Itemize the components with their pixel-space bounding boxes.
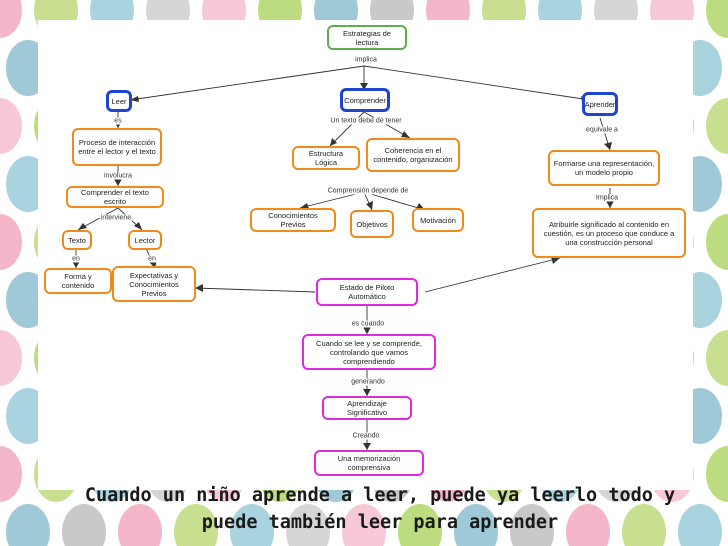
- node-conocimientos: Conocimientos Previos: [250, 208, 336, 232]
- caption-line-1: Cuando un niño aprende a leer, puede ya …: [84, 485, 676, 506]
- node-expectativas: Expectativas y Conocimientos Previos: [112, 266, 196, 302]
- arrowhead-forma: [72, 261, 80, 268]
- arrowhead-texto: [78, 223, 87, 230]
- node-comprender-texto: Comprender el texto escrito: [66, 186, 164, 208]
- background-dot: [706, 214, 728, 270]
- arrowhead-comprender: [360, 83, 368, 90]
- edge-piloto-atribuirle: [424, 257, 561, 293]
- node-lector: Lector: [128, 230, 162, 250]
- node-coherencia: Coherencia en el contenido, organización: [366, 138, 460, 172]
- arrowhead-conocimientos: [300, 203, 309, 209]
- edge-estrategias-aprender: [363, 65, 591, 101]
- node-leer: Leer: [106, 90, 132, 112]
- node-aprendizaje: Aprendizaje Significativo: [322, 396, 412, 420]
- node-motivacion: Motivación: [412, 208, 464, 232]
- link-involucra: involucra: [102, 172, 134, 180]
- background-dot: [0, 330, 22, 386]
- background-dot: [118, 504, 162, 546]
- arrowhead-cuando: [363, 327, 371, 334]
- arrowhead-objetivos: [366, 201, 373, 210]
- node-aprender: Aprender: [582, 92, 618, 116]
- link-es-cuando: es cuando: [350, 320, 386, 328]
- node-formarse: Formarse una representación, un modelo p…: [548, 150, 660, 186]
- link-un-texto: Un texto debe de tener: [329, 117, 403, 125]
- link-comprension: Comprensión depende de: [326, 187, 410, 195]
- background-dot: [454, 504, 498, 546]
- background-dot: [286, 504, 330, 546]
- arrowhead-coherencia: [401, 131, 410, 138]
- background-dot: [706, 98, 728, 154]
- node-forma: Forma y contenido: [44, 268, 112, 294]
- node-comprender: Comprender: [340, 88, 390, 112]
- background-dot: [398, 504, 442, 546]
- node-texto: Texto: [62, 230, 92, 250]
- background-dot: [174, 504, 218, 546]
- node-estructura: Estructura Lógica: [292, 146, 360, 170]
- background-dot: [0, 98, 22, 154]
- link-interviene: interviene: [99, 214, 133, 222]
- background-dot: [706, 0, 728, 38]
- edge-piloto-expectativas: [194, 287, 316, 293]
- link-es: es: [113, 117, 123, 125]
- node-atribuirle: Atribuirle significado al contenido en c…: [532, 208, 686, 258]
- node-estrategias: Estrategias de lectura: [327, 25, 407, 50]
- link-equivale: equivale a: [585, 126, 619, 134]
- link-implica: implica: [354, 56, 378, 64]
- arrowhead-piloto-atribuirle: [551, 257, 560, 264]
- background-dot: [566, 504, 610, 546]
- node-cuando: Cuando se lee y se comprende, controland…: [302, 334, 436, 370]
- arrowhead-atribuirle: [606, 201, 614, 208]
- arrowhead-estructura: [330, 138, 337, 146]
- edge-estrategias-leer: [129, 65, 365, 101]
- arrowhead-aprendizaje: [363, 389, 371, 396]
- background-dot: [510, 504, 554, 546]
- background-dot: [706, 446, 728, 502]
- link-implica-2: Implica: [594, 194, 620, 202]
- edge-comprension-conocimientos: [299, 191, 365, 209]
- node-memorizacion: Una memorización comprensiva: [314, 450, 424, 476]
- arrowhead-piloto-expectativas: [195, 284, 203, 292]
- link-en-lector: en: [147, 255, 157, 263]
- caption: Cuando un niño aprende a leer, puede ya …: [50, 482, 710, 536]
- caption-line-2: puede también leer para aprender: [201, 512, 559, 533]
- link-creando: Creando: [351, 432, 381, 440]
- node-proceso: Proceso de interacción entre el lector y…: [72, 128, 162, 166]
- background-dot: [0, 446, 22, 502]
- background-dot: [62, 504, 106, 546]
- background-dot: [0, 0, 22, 38]
- edge-comprension-motivacion: [363, 191, 426, 211]
- arrowhead-memorizacion: [363, 443, 371, 450]
- background-dot: [622, 504, 666, 546]
- background-dot: [230, 504, 274, 546]
- background-dot: [706, 330, 728, 386]
- link-en-texto: en: [71, 255, 81, 263]
- link-generando: generando: [350, 378, 386, 386]
- node-objetivos: Objetivos: [350, 210, 394, 238]
- arrowhead-leer: [130, 96, 139, 102]
- edge-comprender-coherencia: [363, 111, 411, 139]
- background-dot: [6, 504, 50, 546]
- node-piloto: Estado de Piloto Automático: [316, 278, 418, 306]
- background-dot: [0, 214, 22, 270]
- arrowhead-comprender-texto: [114, 179, 122, 186]
- background-dot: [678, 504, 722, 546]
- background-dot: [342, 504, 386, 546]
- arrowhead-lector: [134, 222, 142, 230]
- arrowhead-formarse: [604, 142, 612, 150]
